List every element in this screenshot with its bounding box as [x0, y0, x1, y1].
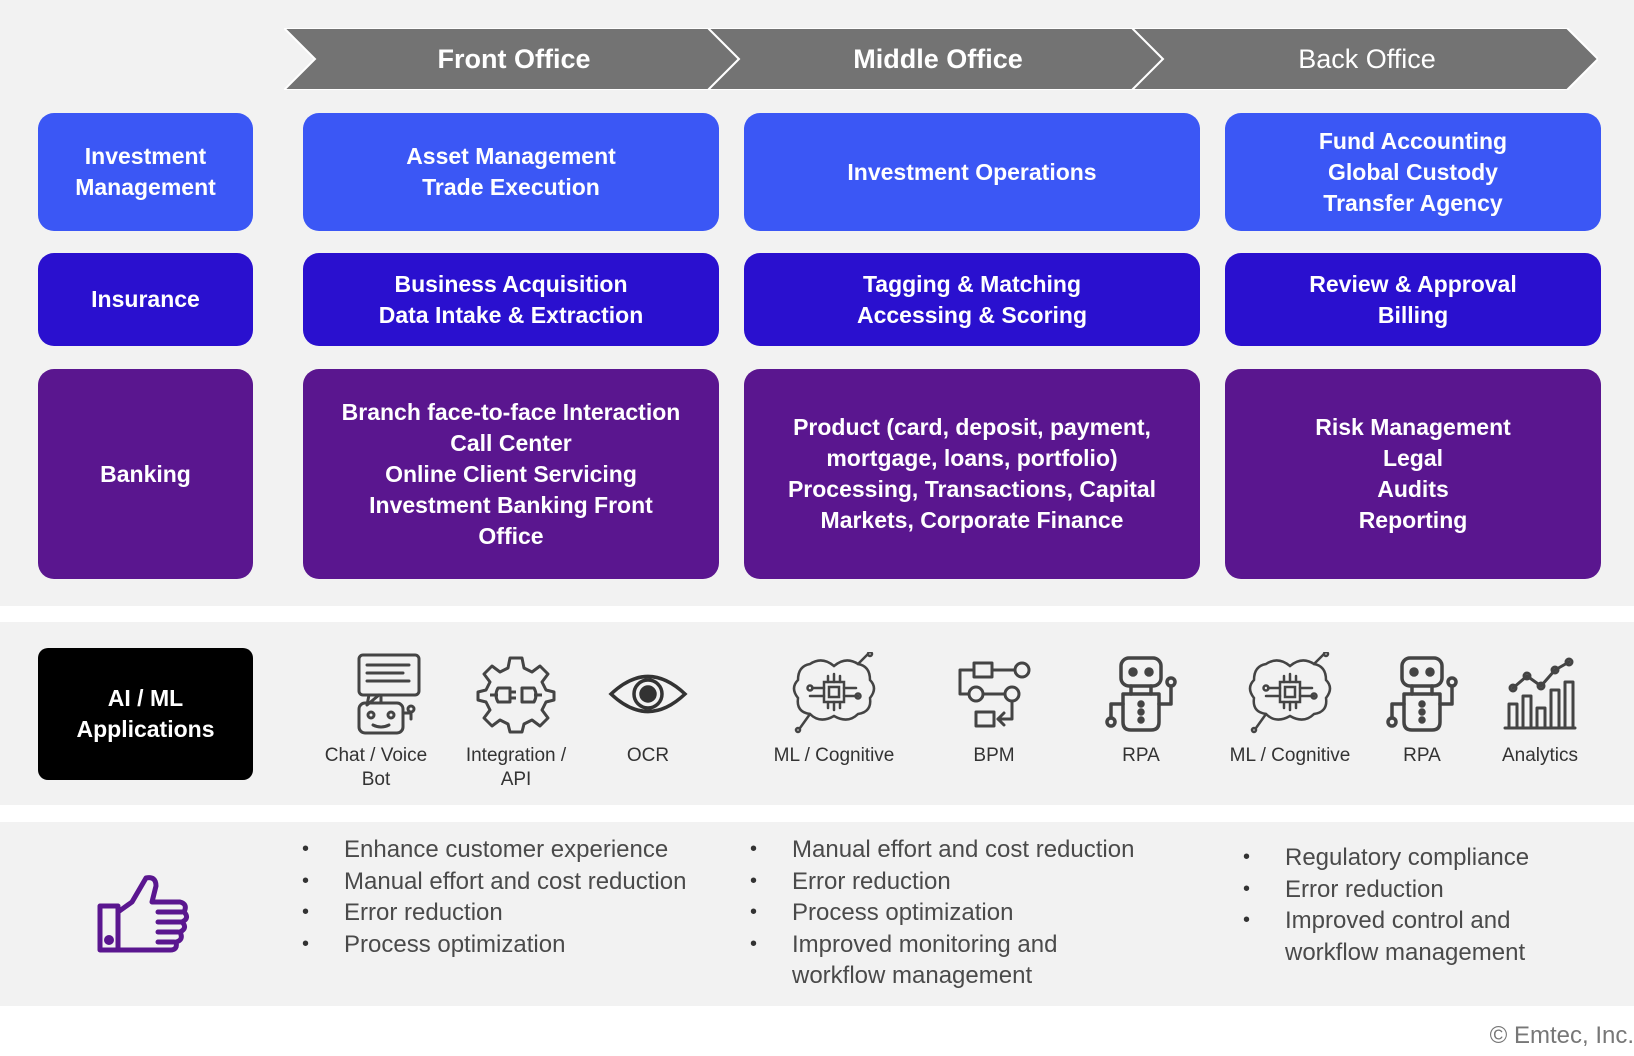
gear-plug-icon — [476, 656, 556, 734]
banking-back-office-box: Risk Management Legal Audits Reporting — [1225, 369, 1601, 579]
eye-icon — [608, 674, 688, 714]
brain-chip-icon — [792, 652, 876, 734]
investment-middle-line: Investment Operations — [847, 158, 1097, 185]
middle-office-label: Middle Office — [853, 44, 1023, 74]
investment-management-label: Investment Management — [38, 113, 253, 231]
benefit-item: Manual effort and cost reduction — [302, 866, 686, 898]
app-ml-cognitive-back: ML / Cognitive — [1220, 648, 1360, 768]
investment-middle-office-box: Investment Operations — [744, 113, 1200, 231]
app-label: Analytics — [1501, 745, 1579, 766]
middle-office-benefits: Manual effort and cost reduction Error r… — [750, 834, 1170, 992]
app-bpm: BPM — [924, 648, 1064, 768]
app-label: ML / Cognitive — [773, 745, 895, 766]
banking-back-line: Risk Management — [1315, 414, 1511, 440]
benefit-item: Error reduction — [750, 866, 1170, 898]
brain-chip-icon — [1248, 652, 1332, 734]
robot-icon — [1386, 656, 1458, 732]
app-label: BPM — [973, 745, 1015, 766]
app-label: ML / Cognitive — [1229, 745, 1351, 766]
middle-office-arrow: Middle Office — [708, 28, 1163, 90]
investment-back-line: Global Custody — [1328, 158, 1498, 185]
app-label: OCR — [626, 745, 670, 766]
insurance-front-line: Data Intake & Extraction — [378, 301, 644, 328]
bar-chart-trend-icon — [1503, 657, 1577, 730]
app-label: RPA — [1122, 745, 1160, 766]
process-flow-icon — [958, 661, 1031, 728]
banking-middle-office-box: Product (card, deposit, payment, mortgag… — [744, 369, 1200, 579]
benefit-item: Process optimization — [750, 897, 1170, 929]
back-office-arrow: Back Office — [1132, 28, 1598, 90]
investment-back-line: Fund Accounting — [1318, 127, 1508, 154]
banking-label: Banking — [38, 369, 253, 579]
benefit-item: Error reduction — [1243, 874, 1583, 906]
robot-icon — [1105, 656, 1177, 732]
benefit-item: Improved control and workflow management — [1243, 905, 1555, 968]
ai-applications-band — [0, 622, 1634, 805]
app-label: RPA — [1403, 745, 1441, 766]
investment-front-line: Trade Execution — [422, 174, 600, 200]
banking-front-line: Online Client Servicing — [385, 460, 637, 487]
app-ml-cognitive-middle: ML / Cognitive — [764, 648, 904, 768]
chatbot-icon — [357, 653, 421, 735]
insurance-front-office-box: Business Acquisition Data Intake & Extra… — [303, 253, 719, 346]
front-office-arrow: Front Office — [284, 28, 739, 90]
front-office-benefits: Enhance customer experience Manual effor… — [302, 834, 686, 960]
banking-front-line: Branch face-to-face Interaction — [341, 398, 681, 425]
investment-front-office-box: Asset Management Trade Execution — [303, 113, 719, 231]
thumbs-up-icon — [97, 875, 190, 953]
app-rpa-back: RPA — [1352, 648, 1492, 768]
back-office-benefits: Regulatory compliance Error reduction Im… — [1243, 842, 1583, 968]
banking-back-line: Reporting — [1358, 507, 1468, 533]
app-integration-api: Integration / API — [446, 648, 586, 792]
app-analytics: Analytics — [1470, 648, 1610, 768]
banking-front-office-box: Branch face-to-face Interaction Call Cen… — [303, 369, 719, 579]
insurance-middle-line: Tagging & Matching — [862, 270, 1082, 297]
ai-ml-applications-label: AI / ML Applications — [38, 648, 253, 780]
insurance-label: Insurance — [38, 253, 253, 346]
benefit-item: Manual effort and cost reduction — [750, 834, 1170, 866]
app-ocr: OCR — [578, 648, 718, 768]
back-office-label: Back Office — [1298, 44, 1436, 74]
investment-back-line: Transfer Agency — [1323, 189, 1503, 216]
benefit-item: Regulatory compliance — [1243, 842, 1583, 874]
banking-middle-text: Product (card, deposit, payment, mortgag… — [787, 414, 1157, 533]
banking-back-line: Legal — [1382, 445, 1444, 471]
app-label: Chat / Voice Bot — [324, 745, 428, 790]
insurance-back-line: Billing — [1377, 301, 1449, 328]
front-office-label: Front Office — [437, 44, 591, 74]
insurance-back-office-box: Review & Approval Billing — [1225, 253, 1601, 346]
app-chat-voice-bot: Chat / Voice Bot — [306, 648, 446, 792]
banking-back-line: Audits — [1377, 476, 1449, 502]
benefit-item: Improved monitoring and workflow managem… — [750, 929, 1102, 992]
investment-back-office-box: Fund Accounting Global Custody Transfer … — [1225, 113, 1601, 231]
benefit-item: Error reduction — [302, 897, 686, 929]
insurance-middle-line: Accessing & Scoring — [856, 301, 1088, 328]
insurance-back-line: Review & Approval — [1309, 270, 1517, 297]
benefit-item: Process optimization — [302, 929, 686, 961]
copyright-notice: © Emtec, Inc. — [1489, 1022, 1634, 1049]
app-label: Integration / API — [465, 745, 567, 790]
benefit-item: Enhance customer experience — [302, 834, 686, 866]
investment-front-line: Asset Management — [406, 143, 616, 169]
app-rpa-middle: RPA — [1071, 648, 1211, 768]
insurance-middle-office-box: Tagging & Matching Accessing & Scoring — [744, 253, 1200, 346]
banking-front-line: Call Center — [450, 429, 572, 456]
banking-front-line: Investment Banking Front Office — [369, 491, 653, 549]
insurance-front-line: Business Acquisition — [394, 270, 628, 297]
